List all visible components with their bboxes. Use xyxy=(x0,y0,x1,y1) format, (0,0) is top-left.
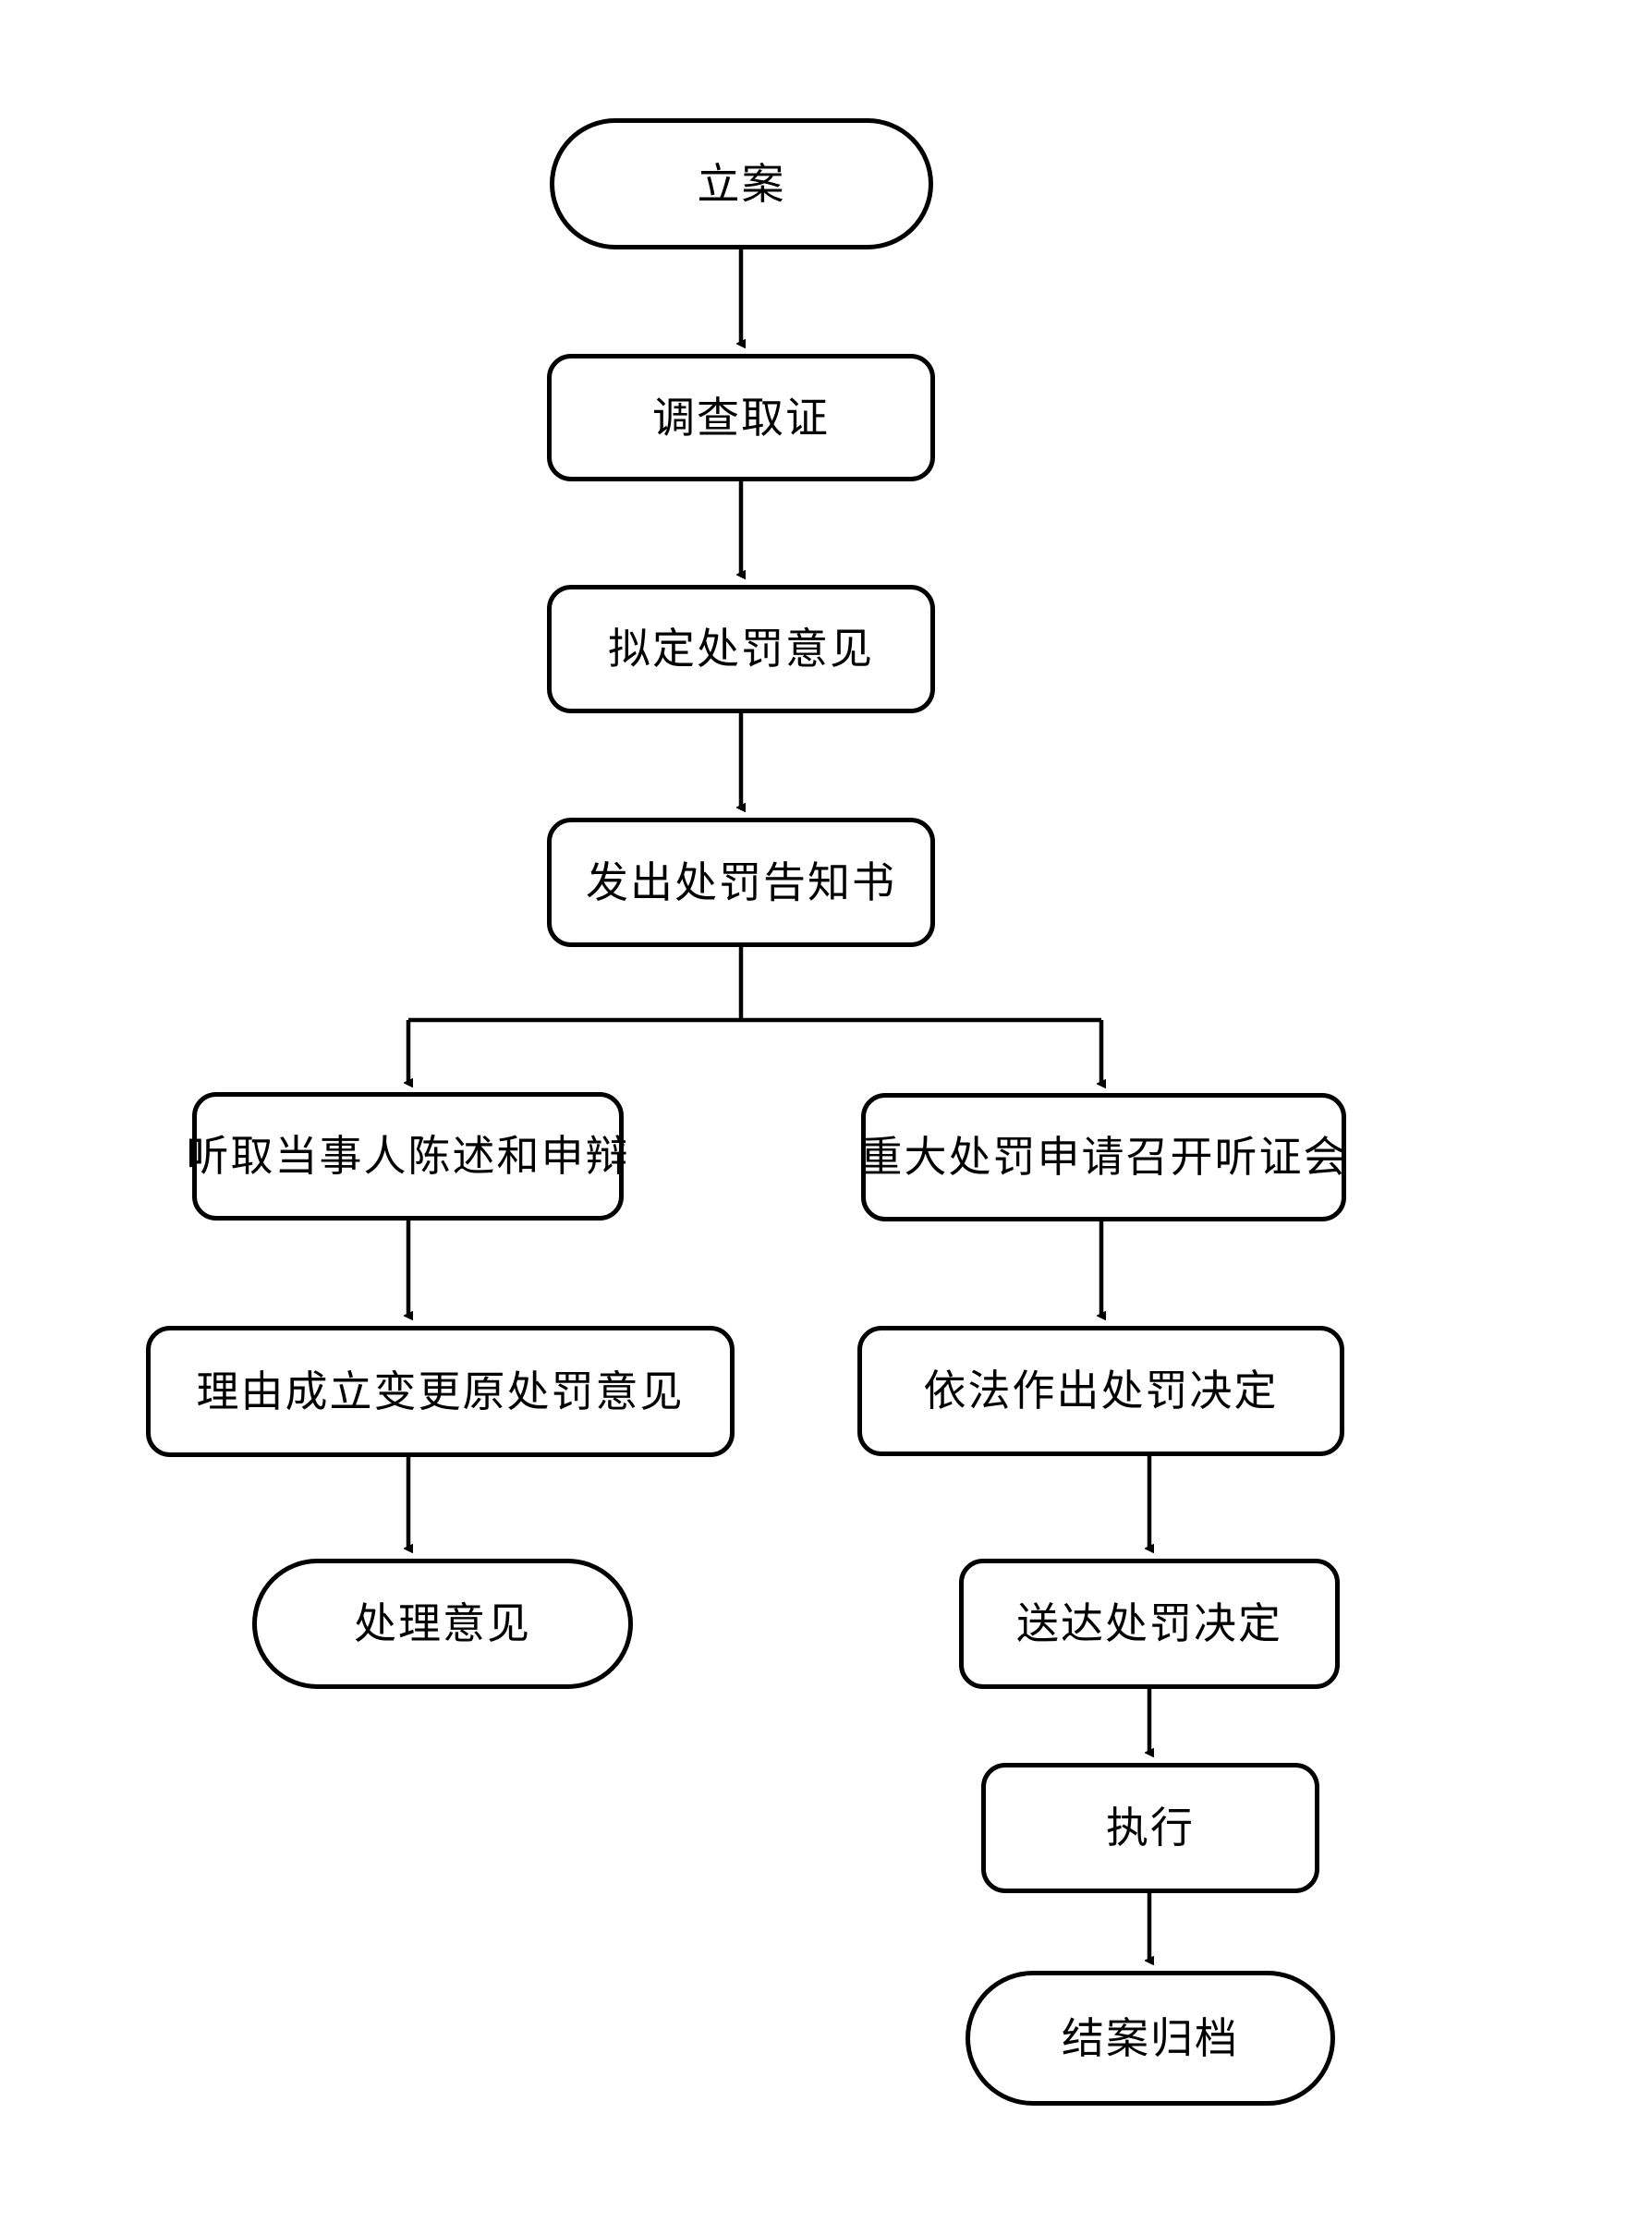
node-handling-opinion-label: 处理意见 xyxy=(354,1598,531,1649)
node-close-archive-label: 结案归档 xyxy=(1062,2012,1239,2063)
node-request-hearing[interactable]: 重大处罚申请召开听证会 xyxy=(859,1093,1348,1221)
node-modify-opinion-label: 理由成立变更原处罚意见 xyxy=(196,1366,685,1416)
node-filing[interactable]: 立案 xyxy=(550,118,933,249)
node-investigate-label: 调查取证 xyxy=(652,392,830,443)
node-issue-notice-label: 发出处罚告知书 xyxy=(586,856,896,907)
node-issue-notice[interactable]: 发出处罚告知书 xyxy=(547,818,935,947)
node-serve-decision[interactable]: 送达处罚决定 xyxy=(959,1559,1340,1689)
node-investigate[interactable]: 调查取证 xyxy=(547,354,935,481)
node-filing-label: 立案 xyxy=(697,158,786,209)
node-make-decision[interactable]: 依法作出处罚决定 xyxy=(857,1326,1344,1456)
edge-issue-notice-split-bus xyxy=(408,947,1101,1023)
node-handling-opinion[interactable]: 处理意见 xyxy=(252,1559,633,1689)
node-close-archive[interactable]: 结案归档 xyxy=(966,1971,1335,2106)
node-draft-opinion-label: 拟定处罚意见 xyxy=(608,624,874,674)
node-request-hearing-label: 重大处罚申请召开听证会 xyxy=(859,1132,1348,1183)
node-hear-statement[interactable]: 听取当事人陈述和申辩 xyxy=(187,1092,628,1221)
node-hear-statement-label: 听取当事人陈述和申辩 xyxy=(186,1131,630,1182)
node-make-decision-label: 依法作出处罚决定 xyxy=(923,1366,1279,1416)
node-serve-decision-label: 送达处罚决定 xyxy=(1016,1598,1282,1649)
node-execute-label: 执行 xyxy=(1106,1803,1195,1853)
node-modify-opinion[interactable]: 理由成立变更原处罚意见 xyxy=(146,1326,735,1457)
node-execute[interactable]: 执行 xyxy=(981,1763,1319,1893)
node-draft-opinion[interactable]: 拟定处罚意见 xyxy=(547,585,935,713)
